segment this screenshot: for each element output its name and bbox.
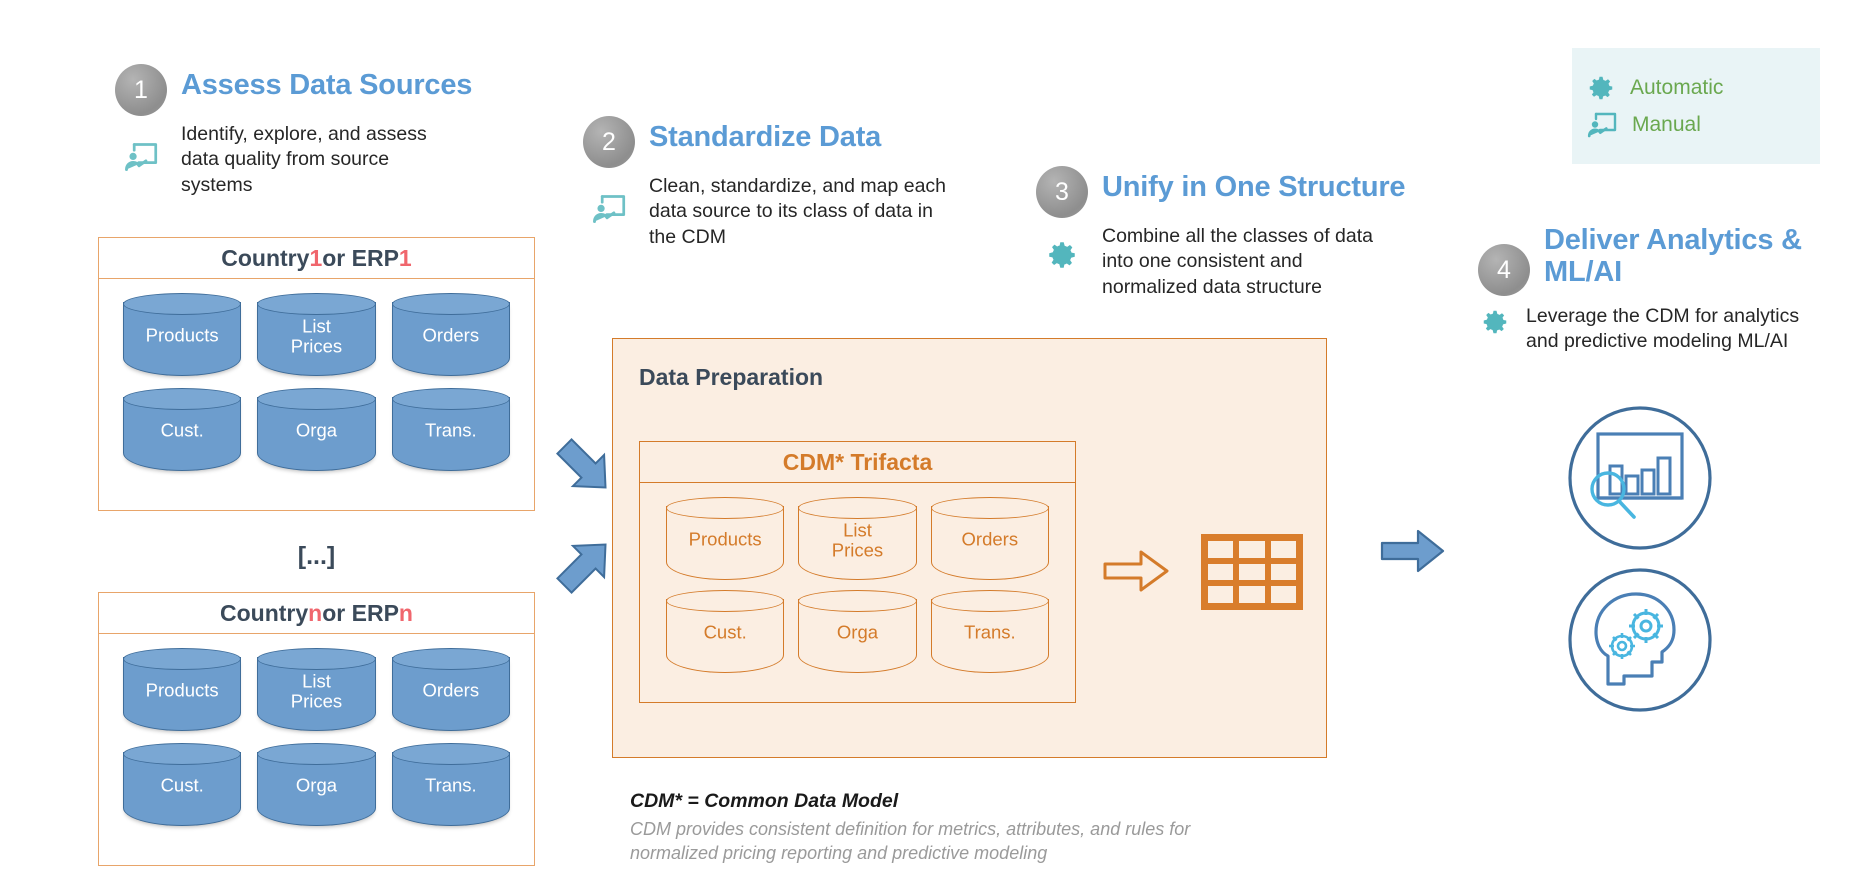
legend-item-manual: Manual [1586, 110, 1804, 140]
gear-icon [1586, 73, 1616, 103]
step-4-title: Deliver Analytics & ML/AI [1544, 224, 1802, 289]
cylinder-orders: Orders [391, 648, 510, 731]
source-box-1-title: Country 1 or ERP 1 [99, 238, 534, 279]
source-box-1-title-mid: or ERP [322, 244, 399, 271]
cylinder-products: Products [666, 497, 785, 580]
data-preparation-box: Data Preparation CDM* Trifacta Products … [612, 338, 1327, 758]
cylinder-trans: Trans. [930, 590, 1049, 673]
cylinder-list-prices: List Prices [798, 497, 917, 580]
step-3-description: Combine all the classes of data into one… [1102, 225, 1373, 298]
cylinder-orga: Orga [257, 388, 376, 471]
cylinder-orders: Orders [391, 293, 510, 376]
source-box-1-cylinder-grid: Products List Prices Orders Cust. Orga T… [99, 279, 534, 471]
source-box-1-title-prefix: Country [221, 244, 310, 271]
step-1: 1 Assess Data Sources Identify, explore,… [115, 64, 472, 198]
manual-presentation-icon [1586, 110, 1618, 140]
source-box-2-cylinder-grid: Products List Prices Orders Cust. Orga T… [99, 634, 534, 826]
step-2-title: Standardize Data [649, 121, 882, 153]
cylinder-trans: Trans. [391, 388, 510, 471]
cylinder-cust: Cust. [123, 388, 242, 471]
cylinder-products: Products [123, 293, 242, 376]
source-box-2-title-var: n [308, 599, 323, 626]
step-3-title: Unify in One Structure [1102, 171, 1406, 203]
footnote-line-2: CDM provides consistent definition for m… [630, 819, 1191, 864]
step-2-icon-manual-presentation-icon [583, 174, 635, 226]
arrow-right-icon [1378, 525, 1448, 582]
legend: Automatic Manual [1572, 48, 1820, 164]
analytics-chart-magnifier-icon [1560, 398, 1720, 563]
cylinder-orga: Orga [798, 590, 917, 673]
arrow-down-right-icon [550, 432, 620, 507]
cdm-cylinder-grid: Products List Prices Orders Cust. Orga T… [640, 483, 1075, 687]
legend-label-manual: Manual [1632, 112, 1701, 136]
footnote: CDM* = Common Data Model CDM provides co… [630, 790, 1330, 866]
step-1-icon-manual-presentation-icon [115, 122, 167, 174]
step-1-number: 1 [115, 64, 167, 116]
source-box-country-n: Country n or ERP n Products List Prices … [98, 592, 535, 866]
step-2: 2 Standardize Data Clean, standardize, a… [583, 116, 946, 250]
cylinder-list-prices: List Prices [257, 293, 376, 376]
step-2-number: 2 [583, 116, 635, 168]
step-1-title: Assess Data Sources [181, 69, 473, 101]
cylinder-orders: Orders [930, 497, 1049, 580]
cylinder-products: Products [123, 648, 242, 731]
source-box-2-title-prefix: Country [220, 599, 309, 626]
step-4-description: Leverage the CDM for analytics and predi… [1526, 305, 1800, 353]
source-box-2-title: Country n or ERP n [99, 593, 534, 634]
table-grid-icon [1201, 534, 1303, 610]
legend-item-automatic: Automatic [1586, 73, 1804, 103]
cdm-trifacta-title: CDM* Trifacta [640, 442, 1075, 483]
sources-ellipsis: [...] [297, 542, 336, 570]
source-box-country-1: Country 1 or ERP 1 Products List Prices … [98, 237, 535, 511]
cylinder-orga: Orga [257, 743, 376, 826]
step-3-number: 3 [1036, 166, 1088, 218]
step-3-icon-gear-icon [1036, 224, 1088, 272]
cylinder-list-prices: List Prices [257, 648, 376, 731]
source-box-1-title-var2: 1 [398, 244, 412, 271]
cylinder-cust: Cust. [666, 590, 785, 673]
step-2-description: Clean, standardize, and map each data so… [649, 175, 947, 248]
step-4-icon-gear-icon [1478, 304, 1512, 337]
cdm-trifacta-box: CDM* Trifacta Products List Prices Order… [639, 441, 1076, 703]
source-box-2-title-var2: n [398, 599, 413, 626]
footnote-line-1: CDM* = Common Data Model [630, 790, 899, 812]
source-box-2-title-mid: or ERP [322, 599, 399, 626]
head-gears-ai-icon [1560, 560, 1720, 725]
arrow-up-right-icon [550, 530, 620, 605]
legend-label-automatic: Automatic [1630, 75, 1724, 99]
step-4: 4 Deliver Analytics & ML/AI Leverage the… [1478, 224, 1802, 355]
step-3: 3 Unify in One Structure Combine all the… [1036, 166, 1406, 300]
source-box-1-title-var: 1 [309, 244, 323, 271]
step-4-number: 4 [1478, 244, 1530, 296]
cylinder-cust: Cust. [123, 743, 242, 826]
data-preparation-title: Data Preparation [639, 364, 824, 390]
cylinder-trans: Trans. [391, 743, 510, 826]
arrow-right-outline-icon [1101, 546, 1171, 601]
step-1-description: Identify, explore, and assess data quali… [181, 123, 427, 196]
